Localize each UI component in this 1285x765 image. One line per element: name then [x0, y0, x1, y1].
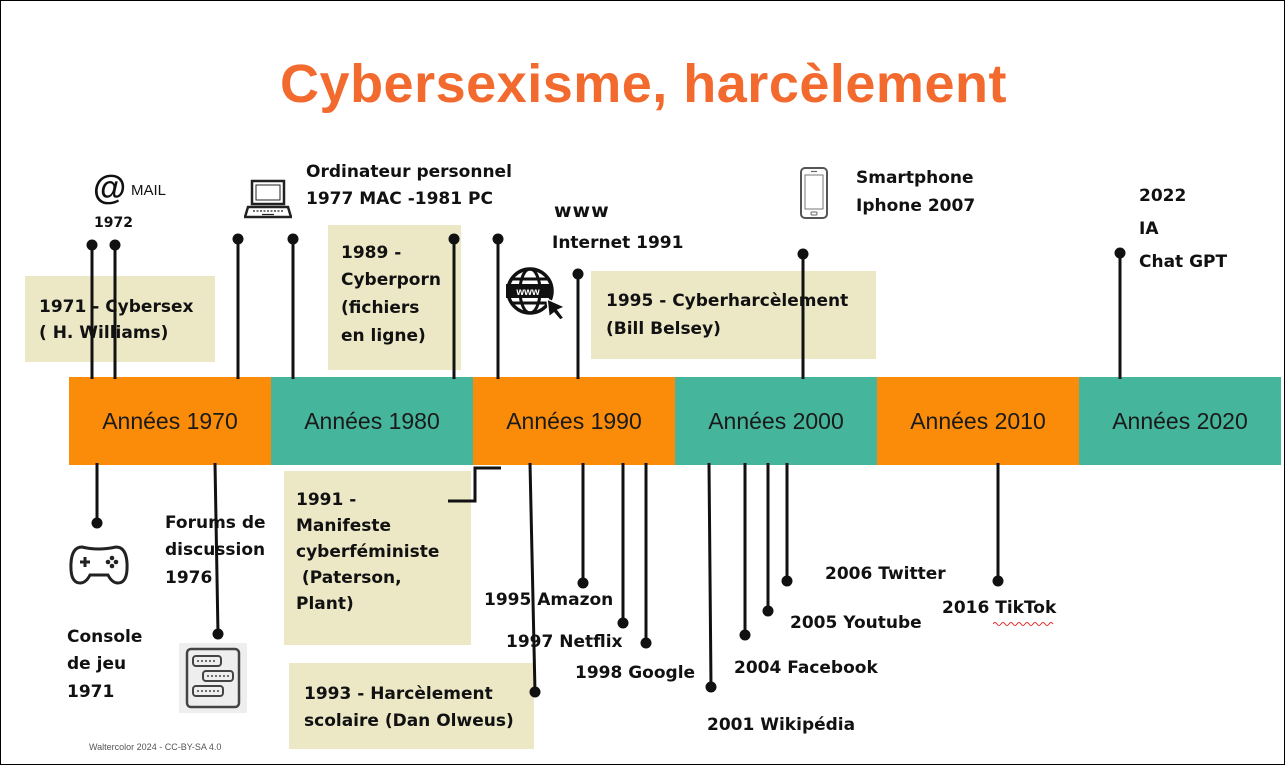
dot-google: [640, 637, 652, 649]
dot-wikipedia: [705, 681, 717, 693]
globe-www-icon: www: [506, 267, 567, 321]
decade-1990: Années 1990: [473, 377, 675, 465]
dot-console: [91, 517, 103, 529]
dot-ordinateur-1981: [287, 233, 299, 245]
spellcheck-underline: [993, 622, 1054, 626]
dot-www: [492, 233, 504, 245]
cyberporn-line4: en ligne): [341, 326, 426, 346]
manifeste-line3: cyberféministe: [296, 542, 440, 562]
console-line3: 1971: [67, 682, 115, 702]
laptop-icon: [244, 179, 292, 219]
cyberporn-line2: Cyberporn: [341, 270, 441, 290]
decade-2020: Années 2020: [1079, 377, 1281, 465]
dot-harcelement: [529, 686, 541, 698]
console-line2: de jeu: [67, 654, 127, 674]
box-cybersex: [25, 276, 215, 362]
cyberporn-line3: (fichiers: [341, 298, 420, 318]
dot-youtube: [762, 605, 774, 617]
mail-label: MAIL: [131, 182, 167, 199]
dot-amazon: [577, 577, 589, 589]
dot-netflix: [617, 617, 629, 629]
ordinateur-label-line2: 1977 MAC -1981 PC: [306, 189, 493, 209]
dot-ia: [1114, 247, 1126, 259]
connector-wikipedia: [707, 462, 713, 688]
forums-line2: discussion: [165, 540, 266, 560]
connector-forums: [213, 462, 220, 635]
manifeste-line2: Manifeste: [296, 516, 392, 536]
box-harcelement: [289, 663, 534, 749]
google-label: 1998 Google: [575, 663, 696, 683]
dot-internet: [572, 268, 584, 280]
box-manifeste: [284, 471, 471, 645]
harcelement-line1: 1993 - Harcèlement: [304, 684, 493, 704]
www-label: www: [554, 200, 610, 222]
facebook-label: 2004 Facebook: [734, 658, 878, 678]
manifeste-line4: (Paterson,: [296, 568, 402, 588]
cyberporn-line1: 1989 -: [341, 243, 402, 263]
dot-smartphone: [797, 248, 809, 260]
amazon-label: 1995 Amazon: [484, 590, 614, 610]
ordinateur-label-line1: Ordinateur personnel: [306, 162, 512, 182]
youtube-label: 2005 Youtube: [790, 613, 922, 633]
mail-at-symbol: @: [93, 169, 127, 207]
chat-forum-icon: [179, 643, 247, 713]
decade-1980: Années 1980: [271, 377, 473, 465]
dot-mail: [109, 239, 121, 251]
console-line1: Console: [67, 627, 143, 647]
cybersex-line1: 1971 - Cybersex: [39, 297, 194, 317]
connector-harcelement: [528, 462, 537, 693]
box-cyberporn: [328, 225, 461, 370]
dot-tiktok: [992, 575, 1004, 587]
internet-label: Internet 1991: [552, 233, 684, 253]
forums-line1: Forums de: [165, 513, 266, 533]
twitter-label: 2006 Twitter: [825, 564, 946, 584]
cyberharcelement-line1: 1995 - Cyberharcèlement: [606, 291, 849, 311]
box-cyberharcelement: [591, 271, 876, 359]
slide-title: Cybersexisme, harcèlement: [280, 54, 1007, 114]
dot-ordinateur-1977: [232, 233, 244, 245]
connector-manifeste: [448, 466, 501, 503]
dot-forums: [212, 628, 224, 640]
ia-label-line1: 2022: [1139, 186, 1187, 206]
dot-facebook: [739, 629, 751, 641]
ia-label-line2: IA: [1139, 219, 1159, 239]
mail-year: 1972: [94, 215, 133, 231]
wikipedia-label: 2001 Wikipédia: [707, 715, 856, 735]
manifeste-line1: 1991 -: [296, 490, 357, 510]
smartphone-icon: [800, 167, 828, 219]
netflix-label: 1997 Netflix: [506, 632, 623, 652]
svg-text:www: www: [515, 287, 540, 298]
credit-footer: Walter​color 2024 - CC-BY-SA 4.0: [89, 742, 222, 752]
decade-1970: Années 1970: [69, 377, 271, 465]
smartphone-label-line1: Smartphone: [856, 168, 974, 188]
forums-line3: 1976: [165, 568, 213, 588]
manifeste-line5: Plant): [296, 594, 354, 614]
dot-twitter: [781, 575, 793, 587]
gamepad-icon: [69, 545, 129, 585]
ia-label-line3: Chat GPT: [1139, 252, 1228, 272]
tiktok-label: 2016 TikTok: [942, 598, 1057, 618]
cybersex-line2: ( H. Williams): [39, 323, 169, 343]
decade-2000: Années 2000: [675, 377, 877, 465]
harcelement-line2: scolaire (Dan Olweus): [304, 711, 514, 731]
dot-cyberporn: [448, 233, 460, 245]
cyberharcelement-line2: (Bill Belsey): [606, 319, 721, 339]
dot-cybersex: [86, 239, 98, 251]
smartphone-label-line2: Iphone 2007: [856, 196, 976, 216]
decade-2010: Années 2010: [877, 377, 1079, 465]
